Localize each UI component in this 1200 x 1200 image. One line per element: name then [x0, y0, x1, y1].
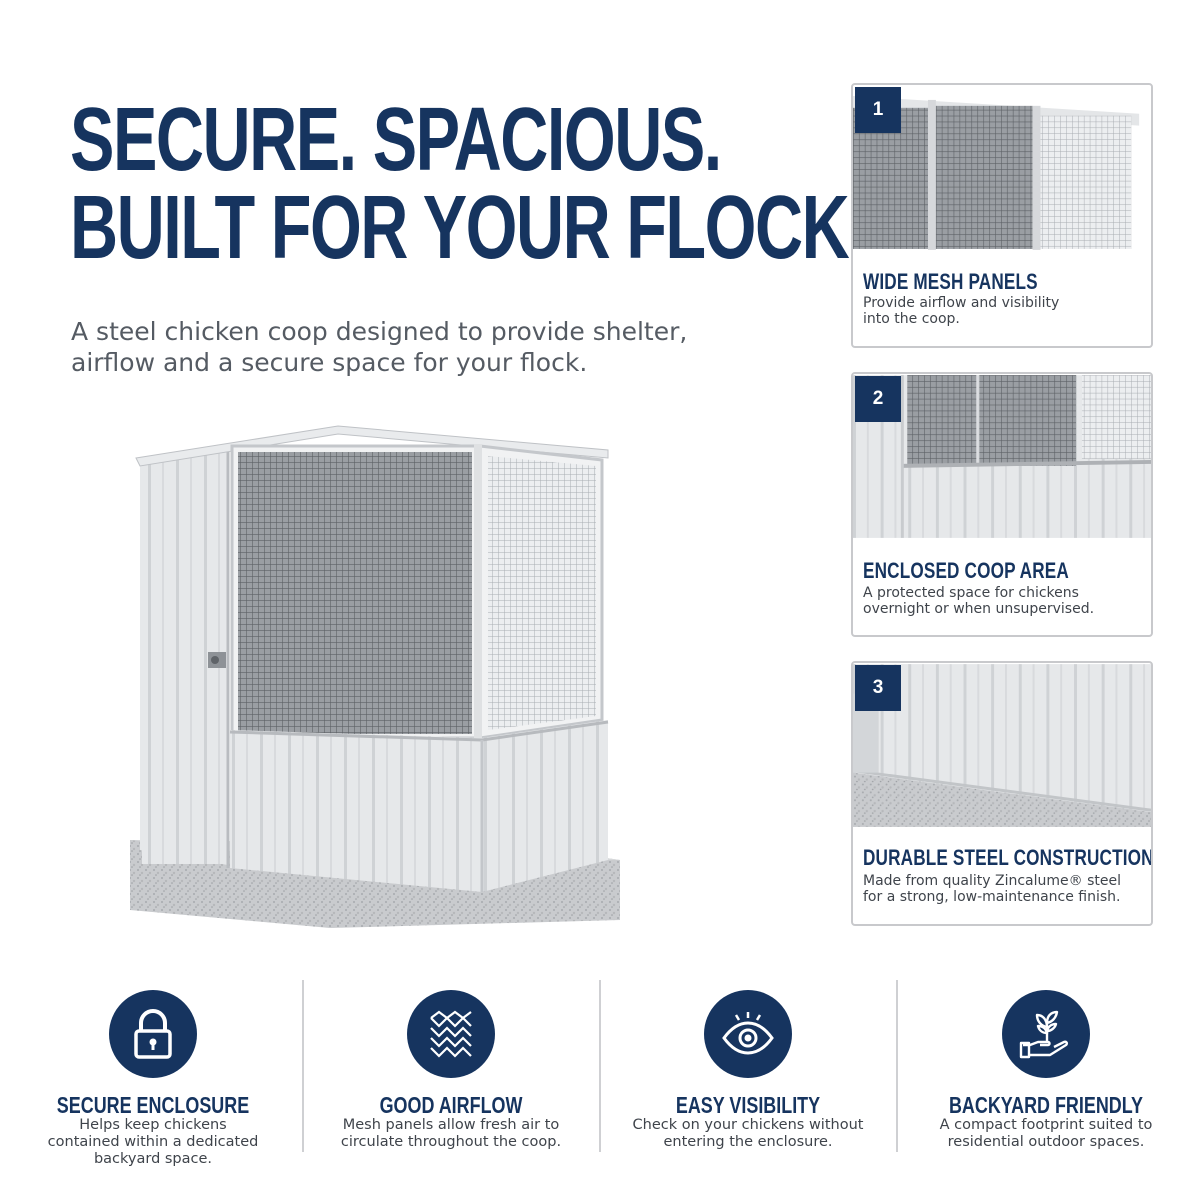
- feature-image-steel: [853, 664, 1151, 827]
- feature-description: Made from quality Zincalume® steel for a…: [863, 873, 1148, 905]
- feature-number-badge: 2: [855, 376, 901, 422]
- chicken-coop-image: [120, 420, 640, 940]
- subtitle: A steel chicken coop designed to provide…: [71, 316, 791, 378]
- feature-description-line: A protected space for chickens: [863, 585, 1079, 601]
- feature-description-line: into the coop.: [863, 311, 960, 327]
- headline: SECURE. SPACIOUS. BUILT FOR YOUR FLOCK.: [70, 90, 867, 278]
- feature-description: A protected space for chickens overnight…: [863, 585, 1148, 617]
- subtitle-line-1: A steel chicken coop designed to provide…: [71, 317, 688, 346]
- divider: [599, 980, 601, 1152]
- benefit-description-line: residential outdoor spaces.: [947, 1134, 1145, 1150]
- feature-title: DURABLE STEEL CONSTRUCTION: [863, 845, 1153, 870]
- benefit-easy-visibility: EASY VISIBILITY Check on your chickens w…: [613, 985, 883, 1151]
- benefit-title: SECURE ENCLOSURE: [56, 1092, 250, 1118]
- benefit-title: GOOD AIRFLOW: [379, 1092, 523, 1118]
- benefit-description-line: A compact footprint suited to: [939, 1117, 1153, 1133]
- benefit-description-line: contained within a dedicated: [47, 1134, 259, 1150]
- benefit-description-line: entering the enclosure.: [663, 1134, 833, 1150]
- benefit-description: Helps keep chickens contained within a d…: [18, 1117, 288, 1168]
- benefit-description-line: Mesh panels allow fresh air to: [342, 1117, 560, 1133]
- mesh-icon: [407, 990, 495, 1078]
- feature-title: WIDE MESH PANELS: [863, 269, 1038, 294]
- divider: [302, 980, 304, 1152]
- headline-line-2: BUILT FOR YOUR FLOCK.: [70, 178, 867, 278]
- benefit-description-line: Check on your chickens without: [632, 1117, 864, 1133]
- benefit-secure-enclosure: SECURE ENCLOSURE Helps keep chickens con…: [18, 985, 288, 1168]
- plant-hand-icon: [1002, 990, 1090, 1078]
- feature-description-line: Provide airflow and visibility: [863, 295, 1060, 311]
- headline-line-1: SECURE. SPACIOUS.: [70, 90, 722, 190]
- benefit-description: Mesh panels allow fresh air to circulate…: [316, 1117, 586, 1151]
- feature-number-badge: 1: [855, 87, 901, 133]
- benefit-description-line: backyard space.: [93, 1151, 213, 1167]
- benefit-backyard-friendly: BACKYARD FRIENDLY A compact footprint su…: [911, 985, 1181, 1151]
- feature-title: ENCLOSED COOP AREA: [863, 558, 1069, 583]
- benefit-description-line: circulate throughout the coop.: [340, 1134, 562, 1150]
- benefit-description: Check on your chickens without entering …: [613, 1117, 883, 1151]
- subtitle-line-2: airflow and a secure space for your floc…: [71, 348, 588, 377]
- feature-image-mesh: [853, 86, 1151, 252]
- benefit-good-airflow: GOOD AIRFLOW Mesh panels allow fresh air…: [316, 985, 586, 1151]
- feature-card-wide-mesh: 1 WIDE MESH PANELS Provide airflow and v…: [851, 83, 1153, 348]
- divider: [896, 980, 898, 1152]
- benefit-description-line: Helps keep chickens: [79, 1117, 227, 1133]
- feature-description-line: overnight or when unsupervised.: [863, 601, 1095, 617]
- benefit-title: EASY VISIBILITY: [675, 1092, 821, 1118]
- feature-description-line: Made from quality Zincalume® steel: [863, 873, 1121, 889]
- feature-card-enclosed-coop: 2 ENCLOSED COOP AREA A protected space f…: [851, 372, 1153, 637]
- feature-image-coop: [853, 375, 1151, 538]
- lock-icon: [109, 990, 197, 1078]
- benefit-title: BACKYARD FRIENDLY: [948, 1092, 1144, 1118]
- eye-icon: [704, 990, 792, 1078]
- feature-number-badge: 3: [855, 665, 901, 711]
- feature-description-line: for a strong, low-maintenance finish.: [863, 889, 1121, 905]
- feature-card-durable-steel: 3 DURABLE STEEL CONSTRUCTION Made from q…: [851, 661, 1153, 926]
- feature-description: Provide airflow and visibility into the …: [863, 295, 1148, 327]
- benefit-description: A compact footprint suited to residentia…: [911, 1117, 1181, 1151]
